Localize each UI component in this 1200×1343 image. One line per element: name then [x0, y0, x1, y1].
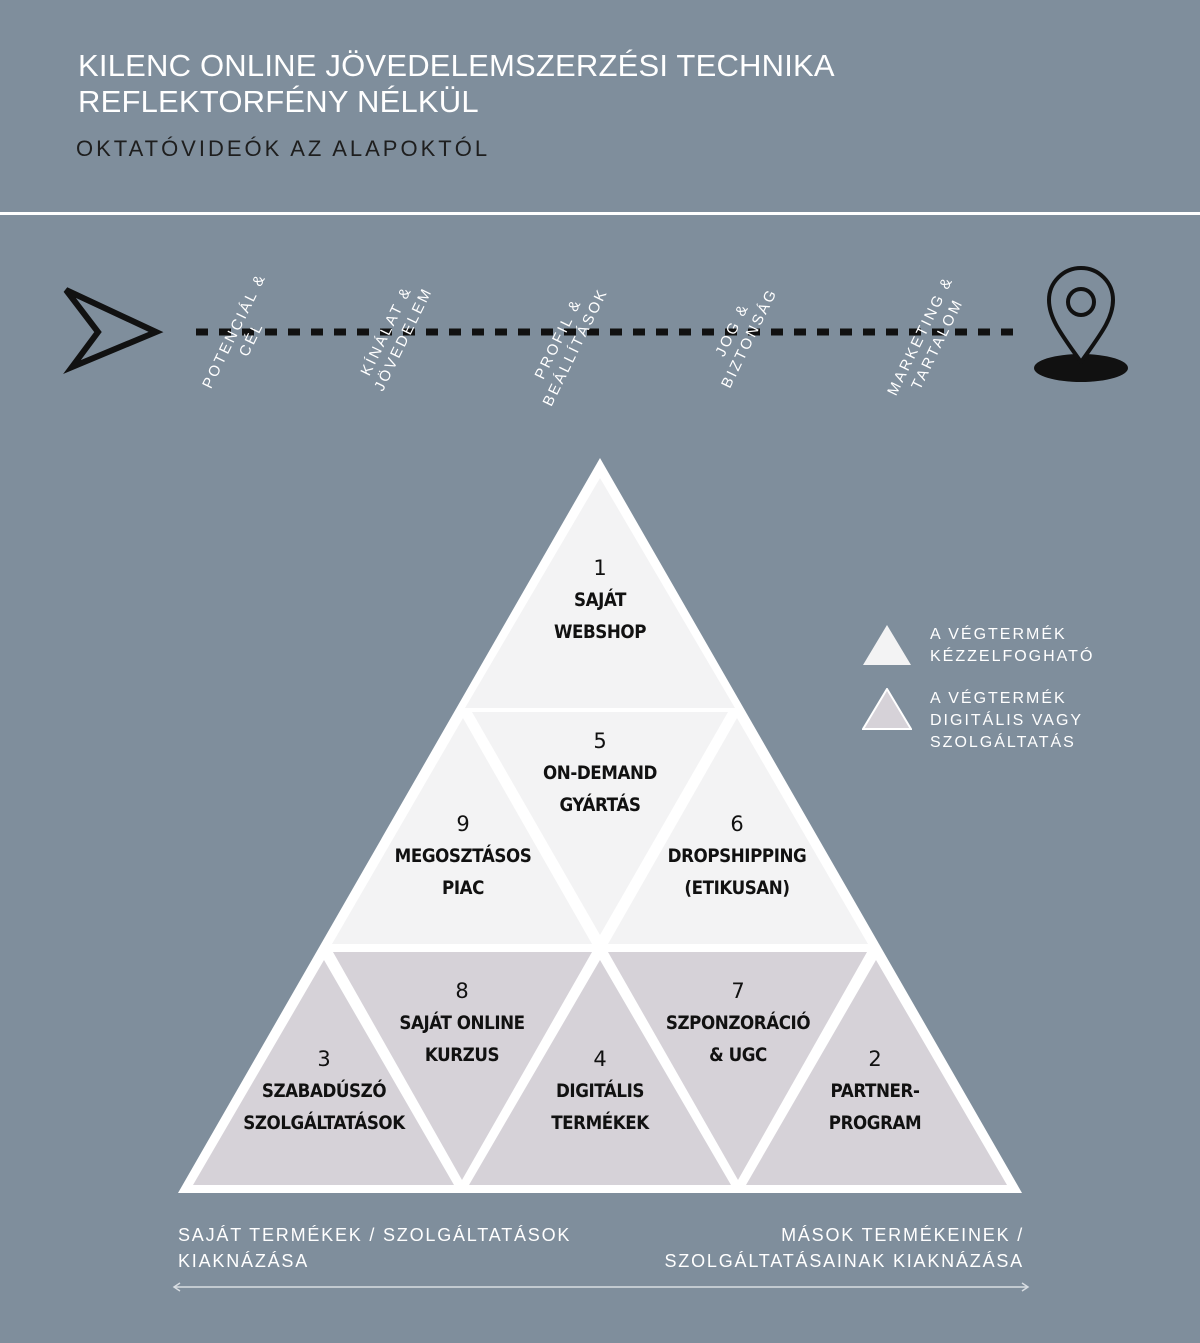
- journey-timeline: [63, 266, 1128, 382]
- page-subtitle: OKTATÓVIDEÓK AZ ALAPOKTÓL: [76, 136, 491, 161]
- pyramid-cell-2: [746, 960, 1007, 1185]
- pyramid-label-1: 1 SAJÁT WEBSHOP: [553, 556, 647, 643]
- others-products-caption: MÁSOK TERMÉKEINEK / SZOLGÁLTATÁSAINAK KI…: [664, 1225, 1024, 1271]
- location-pin-icon: [1034, 266, 1128, 382]
- arrow-pointer-icon: [63, 287, 164, 374]
- pyramid-label-6: 6 DROPSHIPPING (ETIKUSAN): [667, 812, 807, 899]
- page-title: KILENC ONLINE JÖVEDELEMSZERZÉSI TECHNIKA…: [78, 48, 835, 120]
- pyramid-label-4: 4 DIGITÁLIS TERMÉKEK: [551, 1047, 649, 1134]
- pyramid-cell-9: [332, 718, 592, 944]
- pyramid-label-3: 3 SZABADÚSZÓ SZOLGÁLTATÁSOK: [243, 1047, 405, 1134]
- pyramid-label-8: 8 SAJÁT ONLINE KURZUS: [399, 979, 525, 1066]
- pyramid-cell-1: [465, 478, 735, 708]
- pyramid-cell-7: [608, 952, 867, 1180]
- legend-item-tangible: A VÉGTERMÉK KÉZZELFOGHATÓ: [862, 624, 1094, 668]
- pyramid-cell-8: [333, 952, 592, 1180]
- pyramid-label-9: 9 MEGOSZTÁSOS PIAC: [394, 812, 532, 899]
- title-line-2: REFLEKTORFÉNY NÉLKÜL: [78, 84, 479, 119]
- pyramid-cell-6: [608, 718, 868, 944]
- pyramid-cell-5: [472, 712, 728, 935]
- legend-item-digital: A VÉGTERMÉK DIGITÁLIS VAGY SZOLGÁLTATÁS: [862, 688, 1083, 754]
- pyramid-label-7: 7 SZPONZORÁCIÓ & UGC: [665, 979, 811, 1066]
- pyramid-label-2: 2 PARTNER- PROGRAM: [828, 1047, 922, 1134]
- legend-triangle-dark-icon: [862, 688, 912, 730]
- own-products-caption: SAJÁT TERMÉKEK / SZOLGÁLTATÁSOK KIAKNÁZÁ…: [178, 1225, 572, 1271]
- header-divider: [0, 212, 1200, 215]
- pyramid-cell-4: [469, 960, 731, 1185]
- pyramid-label-5: 5 ON-DEMAND GYÁRTÁS: [543, 729, 657, 816]
- title-line-1: KILENC ONLINE JÖVEDELEMSZERZÉSI TECHNIKA: [78, 48, 835, 83]
- pyramid-cell-3: [193, 960, 454, 1185]
- legend-triangle-light-icon: [863, 625, 911, 665]
- double-arrow-axis: [172, 1282, 1030, 1292]
